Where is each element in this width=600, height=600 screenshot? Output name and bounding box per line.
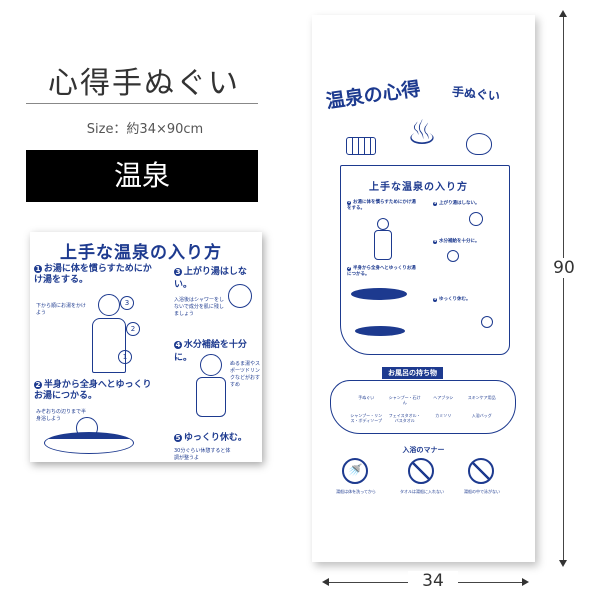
person-head-icon [481,316,493,328]
rubber-duck-icon [466,133,492,155]
manner-2: タオルは湯船に入れない [400,489,444,494]
towel-heading: 温泉の心得 [324,77,422,113]
person-head-icon [377,218,389,230]
product-size: Size：約34×90cm [86,122,204,137]
arrow-left-icon [322,578,329,586]
bubble-3: 3 [120,296,134,310]
step-3-note: 入浴後はシャワーをしないで成分を肌に残しましょう [174,297,225,317]
hot-spring-icon: ♨ [406,113,438,153]
arrow-right-icon [522,578,529,586]
belonging-item: ヘアブラシ [433,395,454,400]
bath-basket: 手ぬぐい シャンプー・石けん ヘアブラシ スキンケア用品 シャンプー・リンス・ボ… [330,380,516,434]
bath-water-icon [355,326,405,336]
product-title: 心得手ぬぐい [48,66,240,101]
height-dimension-line [563,14,564,564]
person-head-icon [228,284,252,308]
belonging-item: 入浴バッグ [471,413,492,418]
person-head-icon [447,250,459,262]
bath-water-icon [44,432,134,454]
belonging-item: シャンプー・リンス・ボディソープ [350,413,383,423]
guide-title: 上手な温泉の入り方 [369,182,468,193]
bubble-1: 1 [118,350,132,364]
belongings-title: お風呂の持ち物 [382,367,443,379]
manner-1: 湯船は体を洗ってから [336,489,376,494]
no-swimming-icon [468,458,494,484]
category-badge: 温泉 [26,150,258,202]
arrow-down-icon [559,560,567,567]
belonging-item: カミソリ [435,413,452,418]
height-label: 90 [550,258,578,278]
towel-heading-sub: 手ぬぐい [451,84,501,104]
step-5-note: 30分ぐらい休憩すると体調が整うよ [174,448,231,461]
step-2-note: みぞおちの辺りまで半身浴しよう [36,409,87,422]
guide-title: 上手な温泉の入り方 [60,243,222,263]
manner-3: 湯船の中で泳がない [464,489,500,494]
bubble-2: 2 [126,322,140,336]
belonging-item: シャンプー・石けん [388,395,421,405]
belongings-list: 手ぬぐい シャンプー・石けん ヘアブラシ スキンケア用品 シャンプー・リンス・ボ… [349,395,499,423]
belonging-item: フェイスタオル・バスタオル [388,413,421,423]
person-body-icon [374,230,392,260]
step-1-note: 下から順にお湯をかけよう [36,303,87,316]
width-label: 34 [408,571,458,591]
divider [26,103,258,104]
step-4-note: ぬるま湯やスポーツドリンクなどがおすすめ [230,361,261,388]
person-head-icon [98,294,120,316]
person-head-icon [200,354,222,376]
no-towel-icon [408,458,434,484]
bath-water-icon [351,288,407,300]
manners-title: 入浴のマナー [402,446,445,454]
arrow-up-icon [559,10,567,17]
belonging-item: スキンケア用品 [467,395,496,400]
belonging-item: 手ぬぐい [358,395,375,400]
person-body-icon [92,318,126,373]
person-robe-icon [196,377,226,417]
bath-bucket-icon [346,137,376,155]
person-head-icon [469,212,483,226]
shower-icon: 🚿 [342,458,368,484]
